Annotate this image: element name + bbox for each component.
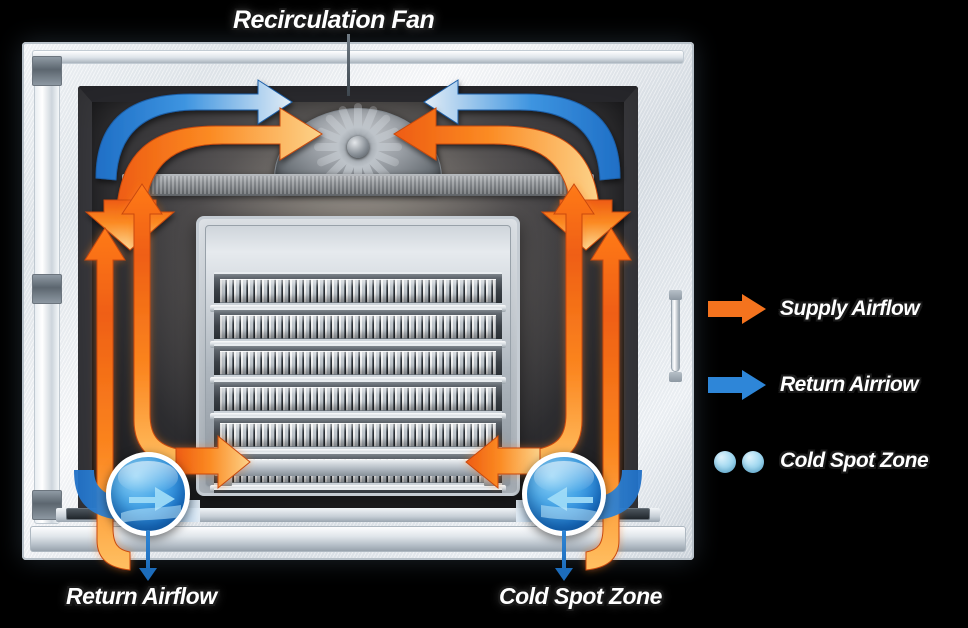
door-handle[interactable] (671, 294, 680, 372)
rack-base (214, 460, 502, 476)
rack-inner-panel (205, 225, 511, 493)
bubble-gloss (534, 461, 594, 493)
vial-row (220, 279, 496, 303)
rack-top-band (212, 232, 504, 266)
vial-rack (196, 216, 520, 496)
vial-row (220, 315, 496, 339)
rack-leg (220, 474, 232, 486)
shelf-with-vials (214, 380, 502, 414)
recirculation-fan-label: Recirculation Fan (233, 6, 435, 34)
shelf-with-vials (214, 272, 502, 306)
return-airflow-leader-arrowhead (139, 568, 157, 581)
legend-return-arrow-icon (706, 368, 768, 402)
legend-item-cold-spot-zone[interactable]: Cold Spot Zone (706, 444, 929, 478)
cabinet-lower-rail (56, 508, 660, 522)
shelf-with-vials (214, 308, 502, 342)
shelf-with-vials (214, 416, 502, 450)
legend-cold-spot-zone-label: Cold Spot Zone (780, 449, 929, 472)
cold-spot-zone-label: Cold Spot Zone (499, 583, 662, 609)
shelf-empty (214, 488, 502, 493)
ceiling-diffuser-plate (122, 174, 594, 196)
cold-spot-right[interactable] (522, 452, 606, 536)
fan-hub (347, 135, 369, 158)
cabinet-foot-left (66, 508, 100, 520)
fan-blades (306, 95, 410, 199)
cabinet-foot-right (616, 508, 650, 520)
legend-return-airflow-label: Return Airriow (780, 373, 919, 396)
vial-row (220, 423, 496, 447)
recirculation-fan-leader-line (347, 34, 350, 96)
legend-supply-arrow-icon (706, 292, 768, 326)
return-airflow-label: Return Airflow (66, 583, 217, 609)
legend-item-return-airflow[interactable]: Return Airriow (706, 368, 919, 402)
rack-leg (484, 474, 496, 486)
handle-mount-bottom (669, 372, 682, 382)
cold-spot-leader-arrowhead (555, 568, 573, 581)
bubble-gloss (118, 461, 178, 493)
cold-spot-dot (742, 451, 764, 473)
cold-spot-leader-line (562, 530, 566, 572)
cold-spot-left[interactable] (106, 452, 190, 536)
legend-supply-airflow-label: Supply Airflow (780, 297, 920, 320)
door-hinge (32, 274, 62, 304)
legend-cold-spot-dots-icon (706, 444, 768, 478)
legend-item-supply-airflow[interactable]: Supply Airflow (706, 292, 920, 326)
cabinet-top-rail (32, 50, 684, 64)
door-hinge (32, 56, 62, 86)
cold-spot-arrow-left-icon (541, 487, 601, 523)
fan-blade (354, 102, 362, 147)
vial-row (220, 351, 496, 375)
cold-spot-arrow-right-icon (121, 487, 181, 523)
return-airflow-leader-line (146, 530, 150, 572)
shelf-with-vials (214, 344, 502, 378)
vial-row (220, 387, 496, 411)
cold-spot-dot (714, 451, 736, 473)
handle-mount-top (669, 290, 682, 300)
